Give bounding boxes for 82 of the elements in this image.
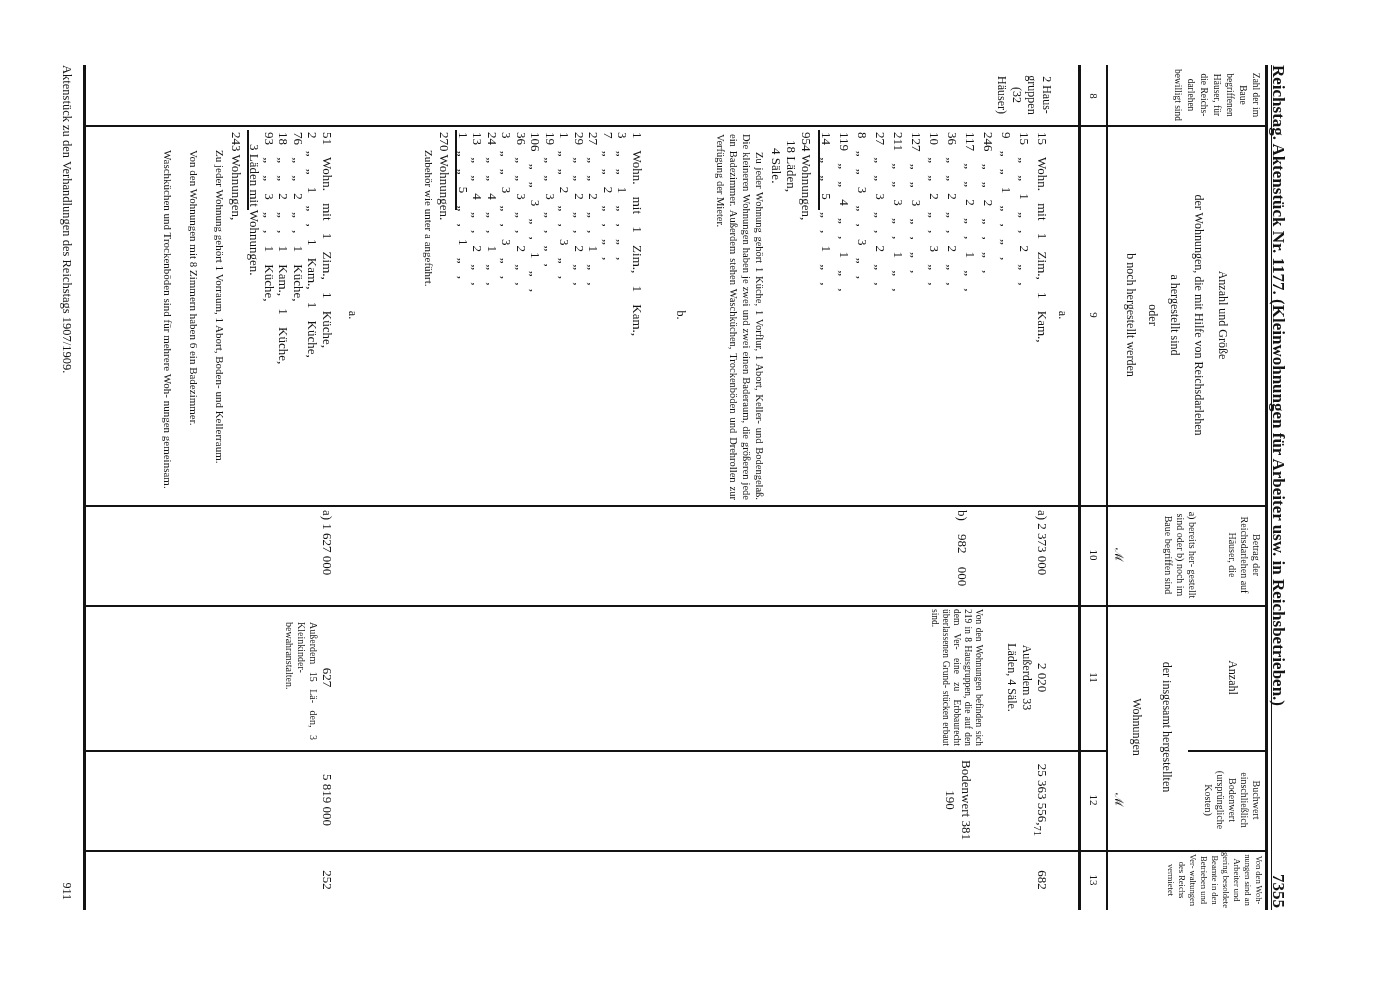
table-cell-text: 252: [319, 869, 335, 892]
table-cell-text: 246 „ „ 2 „ , „ ,: [980, 132, 996, 276]
column-header: Anzahl: [1226, 659, 1240, 697]
table-cell-text: 627: [319, 666, 335, 690]
table-cell-text: 682: [1034, 869, 1050, 892]
column-header: Buchwert einschließlich Bodenwert (ursprüngliche Kosten): [1202, 769, 1262, 832]
table-cell-text: 2 Haus- gruppen (32 Häuser): [994, 74, 1054, 117]
table-cell-text: 106 „ „ 3 „ , 1 „ ,: [527, 132, 544, 295]
table-cell-text: 1 „ „ 2 „ , 3 „ ,: [556, 132, 573, 282]
table-note: Zubehör wie unter a angeführt.: [422, 150, 435, 289]
column-header: ℳ: [1112, 547, 1126, 564]
table-cell-text: 27 „ „ 3 „ , 2 „ ,: [872, 132, 888, 288]
table-note: Außerdem 15 Lä- den, 3 Kleinkinder- bewahranstalten.: [283, 622, 319, 740]
table-cell-text: b) 982 000: [954, 510, 970, 589]
footer-text: Aktenstück zu den Verhandlungen des Reichstags 1907/1909.: [59, 65, 74, 376]
column-number: 11: [1087, 671, 1100, 685]
table-cell-text: 93 „ „ 3 „ , 1 Küche,: [261, 132, 277, 304]
table-cell-text: 1 „ „ 5 „ , 1 „ ,: [455, 132, 471, 282]
table-cell-text: 211 „ „ 3 „ , 1 „ ,: [890, 132, 906, 294]
column-number: 13: [1087, 873, 1100, 888]
table-cell-text: 8 „ „ 3 „ , 3 „ ,: [854, 132, 870, 282]
column-header: oder: [1146, 303, 1160, 328]
table-cell-text: 13 „ „ 4 „ , 2 „ ,: [469, 132, 486, 288]
table-note: Zu jeder Wohnung gehört 1 Vorraum, 1 Abort, Boden- und Kellerraum.: [213, 149, 226, 466]
table-cell-text: a.: [1056, 309, 1070, 322]
table-cell-text: 2 020: [1034, 661, 1050, 695]
table-cell-text: 36 „ „ 2 „ , 2 „ ,: [944, 132, 960, 288]
table-cell-text: 18 Läden,: [783, 140, 799, 194]
column-header: a hergestellt sind: [1168, 273, 1182, 358]
table-cell-text: 10 „ „ 2 „ , 3 „ ,: [926, 132, 942, 288]
table-cell-text: 18 „ „ 2 „ , 1 Kam., 1 Küche,: [275, 132, 292, 367]
table-cell-text: 36 „ „ 3 „ , 2 „ ,: [513, 132, 529, 288]
table-cell-text: 117 „ „ 2 „ , 1 „ ,: [962, 132, 978, 294]
column-header: Anzahl und Größe: [1216, 269, 1230, 362]
column-number: 10: [1087, 548, 1100, 563]
table-cell: Bodenwert 381 190: [942, 760, 974, 840]
table-cell-text: 9 „ „ 1 „ , „ ,: [998, 132, 1014, 263]
table-cell-text: 24 „ „ 4 „ , 1 „ ,: [484, 132, 500, 288]
table-cell-text: 15 „ „ 1 „ , 2 „ ,: [1016, 132, 1032, 288]
table-note: Waschküchen und Trockenböden sind für mehrere Woh- nungen gemeinsam.: [161, 149, 174, 491]
table-cell-text: a.: [346, 309, 360, 322]
table-cell-text: b.: [674, 309, 688, 322]
page-title: Reichstag. Aktenstück Nr. 1177. (Kleinwohnungen für Arbeiter usw. in Reichsbetrieben.): [1268, 65, 1288, 708]
table-cell-text: 270 Wohnungen.: [436, 132, 452, 223]
table-cell-text: Außerdem 33 Läden, 4 Säle.: [1004, 642, 1034, 714]
table-cell-text: 243 Wohnungen,: [228, 132, 244, 223]
column-header: b noch hergestellt werden: [1124, 252, 1138, 379]
table-cell-text: 19 „ „ 3 „ , „ ,: [542, 132, 558, 269]
page-number: 911: [60, 881, 74, 900]
column-number: 12: [1087, 793, 1100, 808]
table-cell-text: 7 „ „ 2 „ , „ ,: [600, 132, 616, 263]
table-note: Von den Wohnungen befinden sich 219 in 8 Hausgruppen, die auf den dem Ver- eine zu Erbbaurecht überlassenen Grund- stücken erbaut sind.: [929, 609, 984, 746]
table-cell-text: 76 „ „ 2 „ , 1 Küche,: [290, 132, 306, 304]
column-header: Von den Woh- nungen sind an Arbeiter und gering besoldete Beamte in den Betrieben und Ver- waltungen des Reichs vermietet: [1165, 852, 1264, 908]
table-cell-text: 954 Wohnungen,: [798, 132, 814, 223]
column-header: der insgesamt hergestellten Wohnungen: [1129, 660, 1175, 795]
page-number: 7355: [1268, 873, 1288, 908]
table-cell-text: 14 „ „ 5 „ , 1 „ ,: [818, 132, 834, 288]
table-note: Zu jeder Wohnung gehört 1 Küche, 1 Vorflur, 1 Abort, Keller- und Bodengelaß. Die kleineren Wohnungen haben je zwei und zwei einen Baderaum, die größeren jede ein Badezimmer. Außerdem stehen Waschküchen, Trockenböden und Drehrollen zur Verfügung der Mieter.: [714, 134, 766, 500]
table-note: Von den Wohnungen mit 8 Zimmern haben 6 ein Badezimmer.: [187, 149, 200, 428]
table-cell-text: 2 „ „ 1 „ , 1 Kam., 1 Küche,: [304, 132, 321, 360]
column-header: a) bereits her- gestellt sind oder b) noch im Baue begriffen sind: [1162, 510, 1198, 601]
table-cell-text: a) 1 627 000: [319, 510, 335, 578]
table-cell-text: 29 „ „ 2 „ , 2 „ ,: [571, 132, 587, 288]
table-cell-text: 4 Säle.: [768, 148, 784, 186]
column-header: ℳ: [1112, 792, 1126, 809]
table-cell-text: 3 „ „ 3 „ , 3 „ ,: [498, 132, 515, 282]
table-cell-text: 27 „ „ 2 „ , 1 „ ,: [585, 132, 602, 288]
column-header: der Wohnungen, die mit Hilfe von Reichsdarlehen: [1192, 193, 1206, 438]
table-cell-text: 127 „ „ 3 „ , „ ,: [908, 132, 924, 276]
column-header: Zahl der im Baue begriffenen Häuser, für die Reichs- darlehen bewilligt sind: [1172, 68, 1262, 123]
table-cell-text: 119 „ „ 4 „ , 1 „ ,: [836, 132, 852, 294]
table-cell-text: 3 Läden mit Wohnungen.: [246, 144, 262, 278]
table-cell-text: 5 819 000: [319, 773, 335, 828]
table-cell-text: 1 Wohn. mit 1 Zim., 1 Kam.,: [629, 132, 645, 338]
table-cell-text: 15 Wohn. mit 1 Zim., 1 Kam.,: [1034, 132, 1050, 345]
table-cell-text: a) 2 373 000: [1034, 510, 1050, 578]
column-number: 9: [1087, 311, 1100, 320]
table-cell-text: 3 „ „ 1 „ , „ ,: [614, 132, 631, 263]
column-header: Betrag der Reichsdarlehen auf Häuser, die: [1226, 515, 1262, 596]
column-number: 8: [1087, 92, 1100, 101]
table-cell-text: 51 Wohn. mit 1 Zim., 1 Küche,: [319, 132, 335, 350]
